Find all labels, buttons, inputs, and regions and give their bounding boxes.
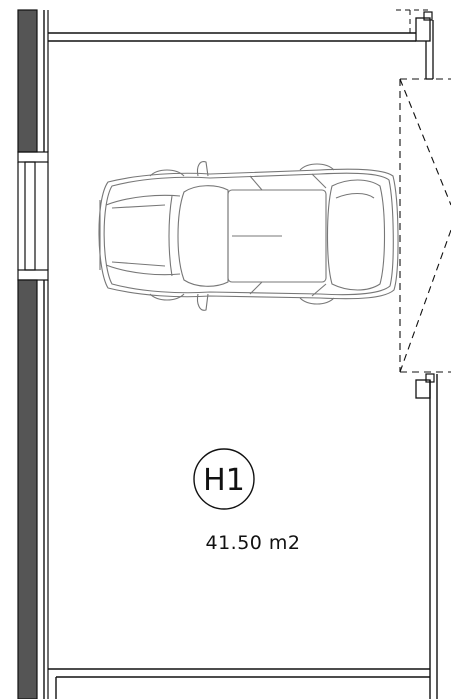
- car-rear-window-inner: [335, 192, 375, 199]
- car-wheel-front-bottom: [149, 293, 185, 301]
- car-roof: [227, 189, 327, 283]
- right-lower-column: [415, 379, 431, 399]
- car-wheel-rear-top: [299, 163, 335, 171]
- left-window-frame: [17, 151, 49, 163]
- left-wall-upper-fill: [17, 9, 38, 153]
- car-hood-crease-1: [111, 204, 166, 209]
- car-body-outline-2: [103, 172, 394, 296]
- left-window-pane: [24, 161, 36, 271]
- room-id: H1: [203, 463, 245, 498]
- car-hood-curve: [105, 194, 181, 206]
- room-area: 41.50 m2: [205, 532, 300, 554]
- car-wheel-front-top: [149, 169, 185, 177]
- car-windshield-inner: [168, 195, 173, 277]
- left-wall: [17, 9, 49, 699]
- car-top-view-icon: [98, 161, 399, 311]
- left-window-sill: [17, 269, 49, 281]
- car-door-line-top-2: [311, 173, 327, 189]
- car-wheel-rear-bottom: [299, 297, 335, 305]
- right-wall: [415, 373, 438, 699]
- top-right-column: [415, 17, 431, 42]
- garage-door-opening-icon: [399, 78, 451, 373]
- car-door-line-bottom-1: [249, 281, 263, 295]
- car-mirror-bottom: [196, 293, 209, 311]
- car-door-line-bottom-2: [311, 283, 327, 297]
- top-wall: [48, 9, 434, 80]
- room-tag-circle-icon: [193, 448, 255, 510]
- car-door-line-top-1: [249, 175, 263, 191]
- car-hood-curve-2: [105, 264, 181, 276]
- car-mirror-top: [196, 161, 209, 177]
- car-rear-window: [326, 179, 386, 291]
- room-tag: H1: [193, 448, 255, 510]
- top-right-column-cap: [423, 11, 433, 21]
- left-wall-lower-fill: [17, 279, 38, 699]
- car-body-outline: [98, 168, 399, 300]
- car-hood-crease-2: [111, 261, 166, 267]
- door-diagonal-top: [399, 78, 451, 206]
- bottom-wall: [48, 668, 430, 699]
- door-diagonal-bottom: [399, 229, 451, 373]
- car-windshield: [177, 185, 229, 287]
